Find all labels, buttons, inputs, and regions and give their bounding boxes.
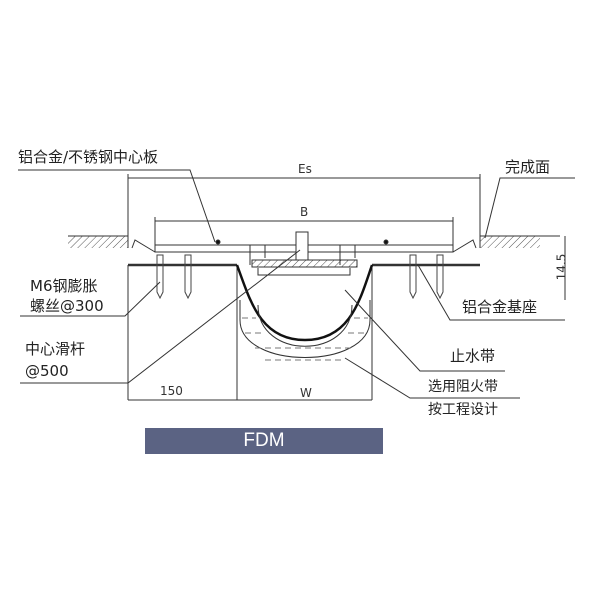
waterstop (235, 264, 374, 342)
label-slide-bar-2: @500 (25, 362, 69, 380)
dim-es: Es (298, 162, 312, 176)
label-waterstop: 止水带 (450, 347, 496, 365)
dim-height: 14.5 (554, 253, 569, 281)
dim-w: W (300, 386, 312, 400)
dim-side: 150 (160, 384, 183, 398)
label-center-plate: 铝合金/不锈钢中心板 (18, 148, 159, 166)
dim-b: B (300, 205, 309, 219)
label-anchor-bolt-2: 螺丝@300 (30, 297, 104, 315)
fire-barrier (239, 300, 371, 358)
label-finish-surface: 完成面 (505, 158, 551, 176)
label-fire-barrier-1: 选用阻火带 (428, 379, 498, 395)
floor-hatch-left (68, 236, 128, 248)
label-alloy-base: 铝合金基座 (462, 298, 538, 316)
label-slide-bar-1: 中心滑杆 (25, 340, 86, 358)
floor-hatch-right (480, 236, 540, 248)
label-anchor-bolt-1: M6钢膨胀 (30, 277, 98, 295)
label-fire-barrier-2: 按工程设计 (428, 402, 498, 418)
model-label: FDM (145, 428, 383, 454)
